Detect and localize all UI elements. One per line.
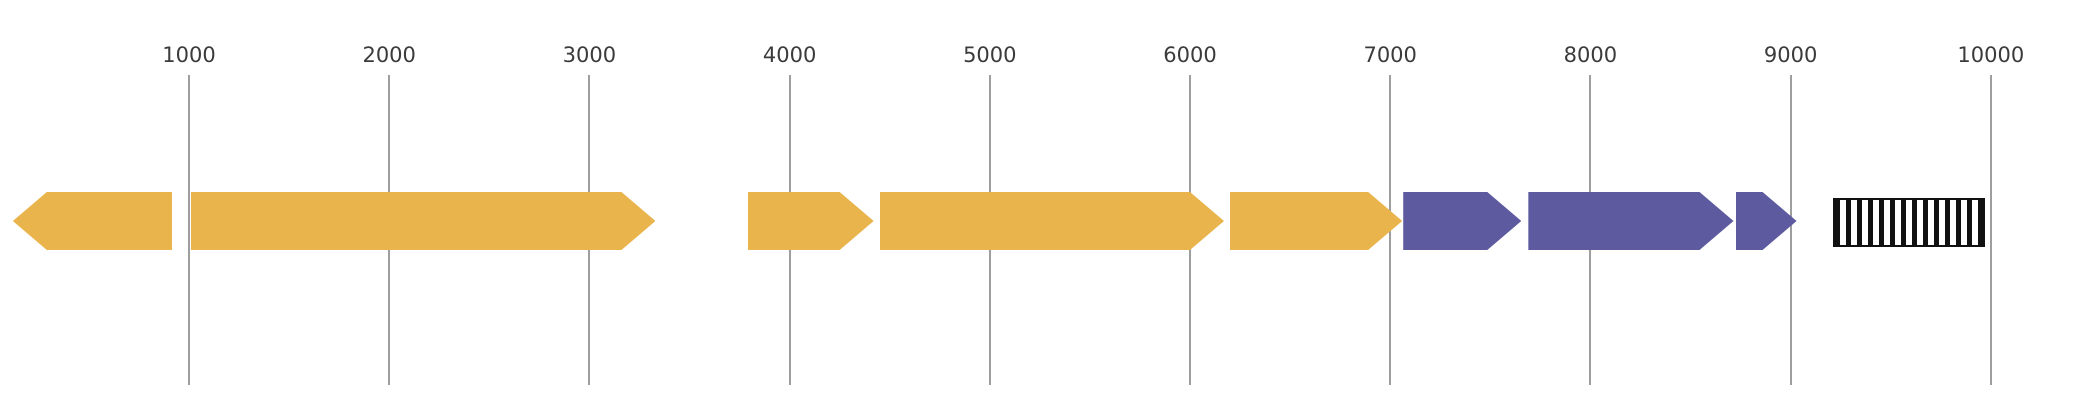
axis-gridline [1789,75,1792,385]
gene-arrow-forward [1230,192,1403,250]
gene-arrow-forward [191,192,656,250]
axis-tick-label: 6000 [1163,43,1217,67]
axis-tick-label: 5000 [963,43,1017,67]
gene-arrow-forward [747,192,874,250]
axis-tick-label: 1000 [162,43,216,67]
gene-arrow-forward [1528,192,1734,250]
feature-hatched-box [1832,198,1985,247]
axis-gridline [1989,75,1992,385]
axis-tick-label: 2000 [362,43,416,67]
axis-tick-label: 7000 [1363,43,1417,67]
axis-tick-label: 10000 [1957,43,2025,67]
gene-arrow-reverse [12,192,172,250]
axis-gridline [188,75,190,385]
axis-tick-label: 3000 [562,43,617,67]
axis-tick-label: 4000 [762,43,817,67]
gene-arrow-forward [1403,192,1522,250]
gene-arrow-forward [879,192,1225,250]
axis-tick-label: 8000 [1563,43,1618,67]
axis-tick-label: 9000 [1763,43,1818,67]
gene-arrow-forward [1735,192,1797,250]
